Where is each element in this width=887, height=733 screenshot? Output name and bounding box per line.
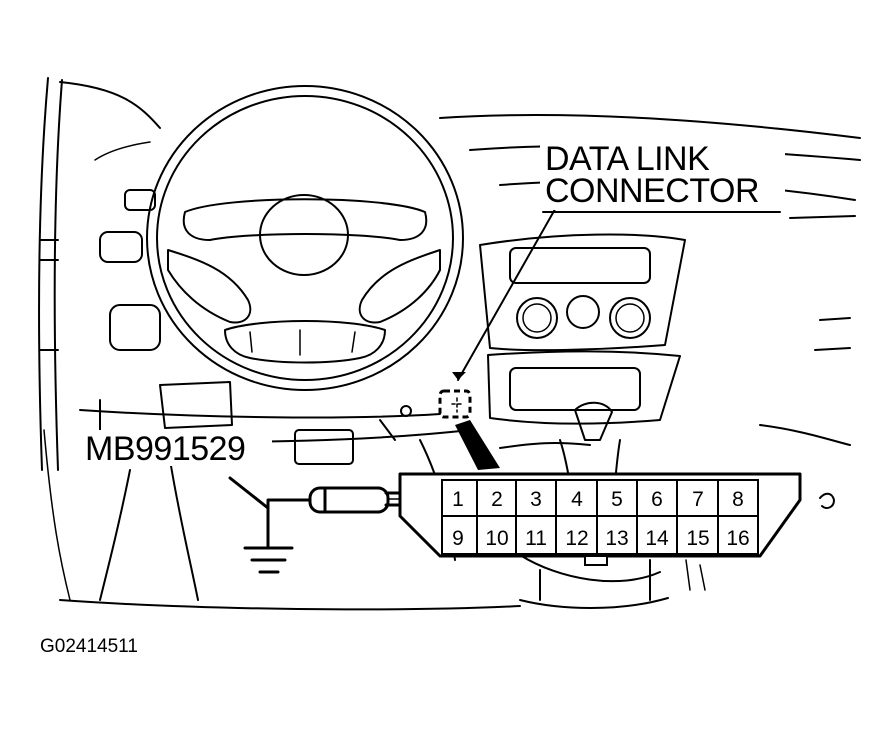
pin-label: 1 (452, 488, 464, 511)
pin-label: 14 (645, 527, 669, 550)
connector-leader-arrowhead (452, 372, 466, 380)
pin-label: 4 (571, 488, 583, 511)
pin-label: 16 (726, 527, 749, 550)
steering-wheel (146, 85, 464, 391)
pin-label: 6 (651, 488, 663, 511)
pin-label: 11 (525, 527, 547, 550)
pin-label: 7 (692, 488, 704, 511)
pin-label: 9 (452, 527, 464, 550)
pin-label: 8 (732, 488, 744, 511)
tool-leader-line (228, 476, 270, 510)
pin-label: 12 (565, 527, 588, 550)
connector-leader-line (457, 203, 559, 381)
connector-latch (584, 555, 608, 566)
connector-label-line1: DATA LINK (545, 140, 710, 178)
pin-label: 3 (530, 488, 542, 511)
tool-body (308, 486, 390, 514)
pin-label: 10 (485, 527, 508, 550)
tool-label: MB991529 (85, 430, 245, 468)
ground-symbol (243, 546, 294, 574)
pin-label: 13 (605, 527, 628, 550)
connector-label-line2: CONNECTOR (545, 172, 759, 210)
dlc-location-marker (438, 389, 472, 419)
figure-code: G02414511 (40, 636, 138, 657)
dashboard-line-art (38, 77, 861, 611)
connector-label-backdrop (540, 140, 785, 210)
tool-label-backdrop (82, 430, 272, 466)
pin-label: 5 (611, 488, 623, 511)
ground-wire (266, 498, 314, 550)
pin-label: 15 (686, 527, 709, 550)
dlc-connector-enlarged: 1 2 3 4 5 6 7 8 9 10 11 12 13 14 15 16 (398, 472, 802, 566)
pin-label: 2 (491, 488, 503, 511)
enlarge-pointer (455, 420, 500, 470)
